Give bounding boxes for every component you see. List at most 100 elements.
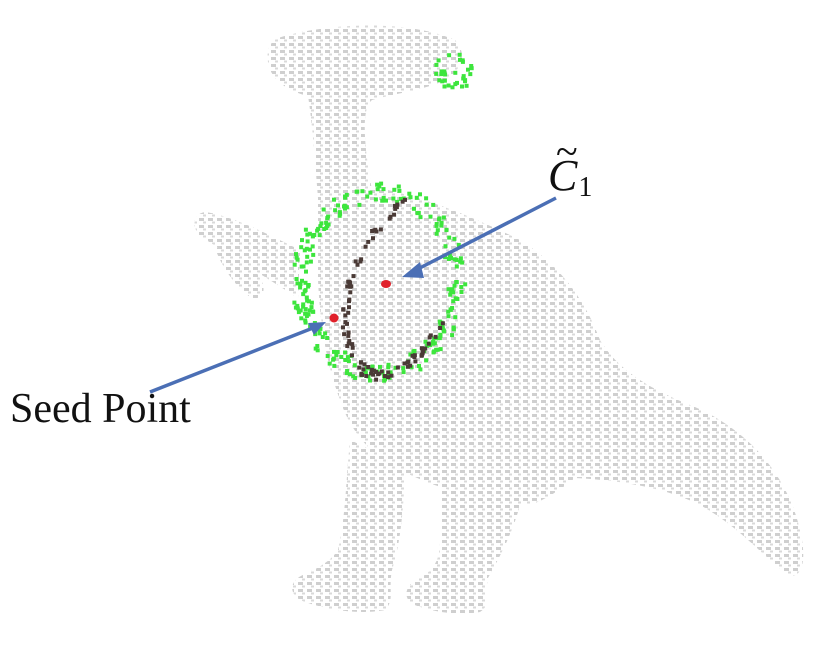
gray-point-cloud — [194, 25, 804, 614]
ring-point — [376, 372, 381, 377]
ring-point — [315, 344, 320, 348]
tip-point — [443, 72, 448, 77]
ring-point — [360, 189, 365, 194]
ring-point — [392, 187, 397, 192]
ring-point — [448, 307, 453, 312]
ring-point — [371, 372, 376, 377]
ring-point — [345, 344, 350, 348]
ring-point — [305, 232, 310, 237]
ring-point — [418, 192, 422, 197]
ring-point — [407, 191, 412, 196]
ring-point — [343, 194, 347, 199]
ring-point — [425, 343, 430, 348]
ring-point — [303, 311, 308, 316]
ring-point — [424, 358, 429, 363]
ring-point — [394, 205, 399, 210]
ring-point — [456, 242, 461, 247]
ring-point — [379, 181, 384, 186]
ring-point — [318, 224, 323, 228]
ring-point — [403, 197, 407, 202]
ring-point — [348, 290, 353, 295]
ring-point — [375, 182, 380, 187]
ring-point — [331, 357, 336, 362]
ring-point — [363, 370, 368, 375]
tip-point — [460, 58, 465, 63]
ring-point — [383, 374, 387, 378]
ring-point — [365, 194, 370, 199]
cloud-leg-back — [292, 440, 405, 612]
centroid-label: ~ C1 — [548, 132, 592, 202]
ring-point — [363, 244, 368, 249]
ring-point — [315, 228, 320, 233]
cloud-body — [318, 188, 804, 576]
ring-point — [452, 283, 457, 288]
ring-point — [359, 257, 364, 262]
ring-point — [345, 284, 350, 289]
ring-point — [294, 255, 299, 260]
ring-point — [315, 348, 320, 353]
ring-point — [423, 346, 428, 351]
ring-point — [305, 254, 310, 259]
ring-point — [400, 199, 405, 204]
ring-point — [303, 280, 308, 285]
ring-point — [344, 205, 349, 210]
ring-point — [343, 350, 348, 355]
ring-point — [309, 305, 314, 310]
ring-point — [378, 227, 383, 232]
tip-point — [461, 74, 466, 79]
centroid-label-subscript: 1 — [578, 172, 593, 203]
ring-point — [325, 336, 330, 340]
ring-point — [346, 310, 351, 315]
ring-point — [452, 236, 457, 241]
ring-point — [333, 208, 338, 213]
ring-point — [371, 236, 375, 241]
tip-point — [464, 83, 469, 88]
ring-point — [324, 226, 329, 230]
ring-point — [415, 211, 420, 216]
ring-point — [381, 195, 386, 200]
ring-point — [446, 309, 451, 314]
ring-point — [453, 315, 458, 320]
ring-point — [299, 264, 304, 269]
ring-point — [446, 257, 451, 261]
ring-point — [402, 361, 407, 366]
ring-point — [438, 333, 443, 338]
ring-point — [395, 202, 400, 207]
ring-point — [355, 262, 360, 267]
ring-point — [350, 345, 355, 350]
ring-point — [386, 370, 391, 375]
ring-point — [303, 307, 308, 312]
ring-point — [437, 336, 442, 341]
ring-point — [306, 312, 311, 317]
ring-point — [303, 227, 308, 232]
ring-point — [418, 215, 423, 220]
ring-point — [434, 231, 439, 236]
ring-point — [308, 259, 313, 264]
ring-point — [317, 233, 322, 238]
ring-point — [310, 233, 315, 238]
ring-point — [446, 287, 451, 292]
ring-point — [302, 289, 307, 294]
ring-point — [374, 370, 378, 374]
ring-point — [370, 364, 375, 369]
ring-point — [406, 359, 411, 364]
ring-point — [459, 290, 464, 294]
ring-point — [345, 369, 350, 373]
ring-point — [366, 365, 371, 369]
ring-point — [366, 374, 371, 379]
tip-point — [442, 69, 447, 74]
ring-point — [358, 259, 363, 264]
ring-point — [341, 325, 345, 330]
ring-point — [347, 305, 351, 310]
ring-point — [308, 247, 312, 252]
ring-point — [431, 340, 435, 345]
ring-point — [387, 216, 392, 221]
ring-point — [346, 330, 351, 335]
ring-point — [351, 274, 356, 279]
ring-point — [449, 256, 453, 260]
ring-point — [397, 188, 402, 193]
ring-point — [454, 280, 459, 284]
ring-point — [309, 300, 314, 305]
ring-point — [342, 203, 347, 208]
